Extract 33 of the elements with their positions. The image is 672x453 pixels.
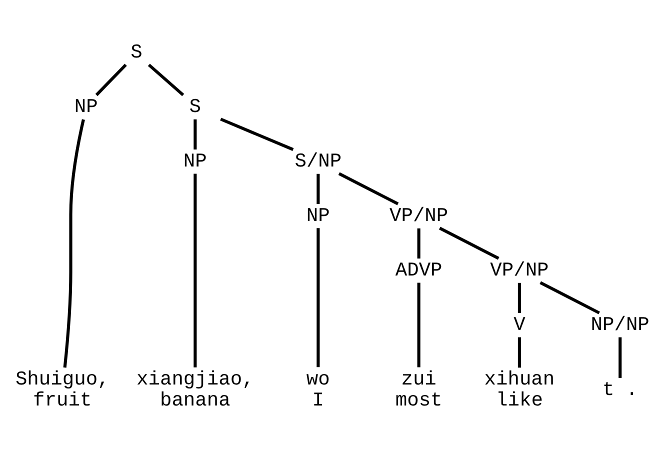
- node-text: VP/NP: [389, 205, 448, 228]
- node-text: zui most: [395, 368, 442, 412]
- connector: [518, 282, 521, 314]
- connector: [194, 174, 197, 368]
- connector: [194, 119, 197, 150]
- node-text: NP: [74, 96, 98, 118]
- node-text: wo I: [306, 368, 330, 412]
- connector: [316, 174, 320, 204]
- connector: [95, 64, 127, 96]
- connector: [316, 228, 320, 368]
- connector: [63, 119, 85, 368]
- node-text: S: [130, 42, 142, 64]
- node-text: t .: [602, 379, 638, 402]
- connector: [417, 228, 420, 259]
- connector: [618, 337, 622, 378]
- node-text: xiangjiao, banana: [136, 368, 254, 412]
- connector: [518, 337, 521, 368]
- node-text: S/NP: [294, 150, 342, 173]
- connector: [417, 282, 420, 368]
- node-text: Shuiguo, fruit: [15, 368, 110, 412]
- connector: [220, 118, 294, 151]
- connector: [540, 281, 600, 314]
- node-text: NP: [306, 205, 330, 228]
- node-text: VP/NP: [490, 260, 549, 282]
- connector: [338, 172, 399, 206]
- node-text: ADVP: [395, 260, 442, 282]
- node-text: S: [189, 96, 202, 118]
- node-text: V: [514, 314, 526, 336]
- connector: [438, 226, 500, 260]
- node-text: xihuan like: [484, 368, 555, 412]
- node-text: NP/NP: [590, 314, 650, 336]
- node-text: NP: [183, 150, 207, 173]
- connector: [148, 64, 184, 96]
